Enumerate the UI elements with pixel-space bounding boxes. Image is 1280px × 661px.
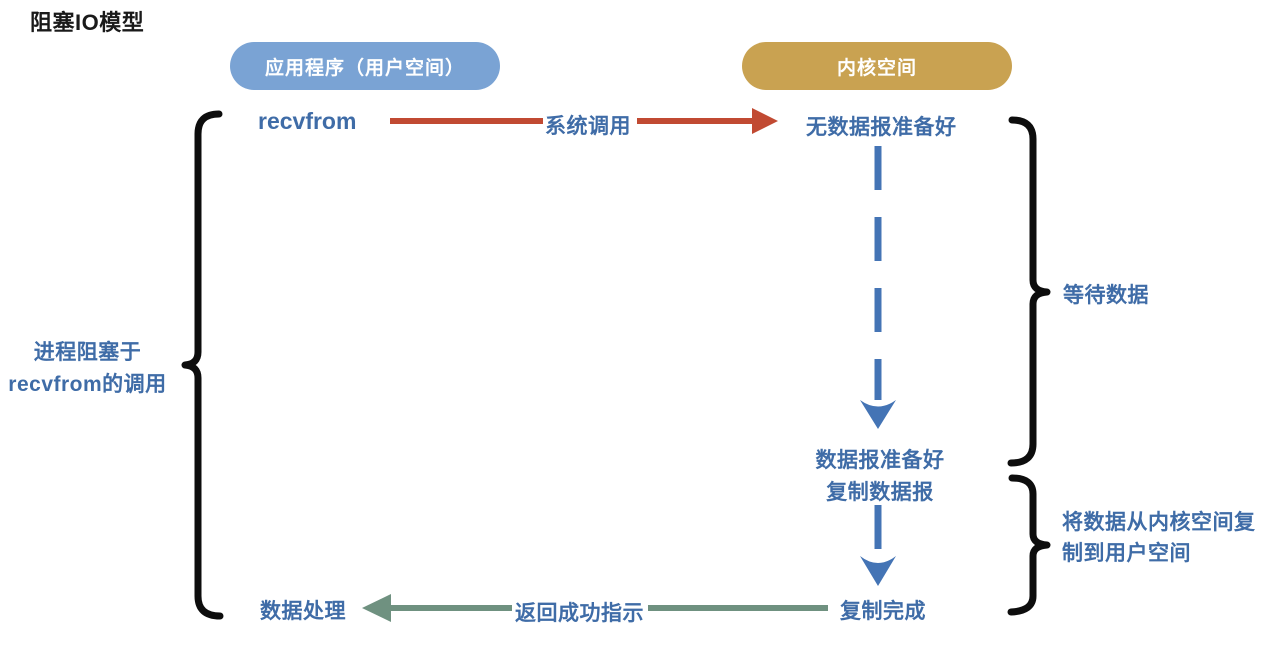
kernel-space-header-label: 内核空间: [836, 57, 917, 79]
copy-data-brace: [1007, 474, 1051, 616]
node-copy-datagram: 复制数据报: [826, 481, 934, 504]
copy-data-brace-label-line2: 制到用户空间: [1062, 542, 1191, 565]
user-space-header-label: 应用程序（用户空间）: [264, 57, 465, 79]
blocked-process-label: 进程阻塞于 recvfrom的调用: [0, 337, 175, 401]
wait-data-brace: [1007, 116, 1051, 467]
copy-arrowhead-icon: [860, 556, 896, 586]
return-arrowhead-icon: [362, 594, 391, 622]
node-copy-complete: 复制完成: [840, 600, 926, 623]
page-title: 阻塞IO模型: [30, 10, 145, 35]
blocked-process-label-line1: 进程阻塞于: [33, 341, 142, 364]
left-brace: [181, 110, 224, 620]
wait-arrowhead-icon: [860, 400, 896, 429]
kernel-space-header: 内核空间: [742, 42, 1012, 90]
syscall-arrowhead-icon: [752, 108, 778, 134]
node-datagram-ready: 数据报准备好: [815, 449, 945, 472]
node-data-process: 数据处理: [260, 600, 346, 623]
return-arrow-label: 返回成功指示: [515, 602, 644, 625]
blocked-process-label-line2: recvfrom的调用: [8, 373, 167, 396]
node-no-datagram-ready: 无数据报准备好: [806, 116, 957, 139]
syscall-arrow-label: 系统调用: [545, 115, 631, 138]
user-space-header: 应用程序（用户空间）: [230, 42, 500, 90]
copy-data-brace-label: 将数据从内核空间复 制到用户空间: [1062, 507, 1256, 569]
copy-data-brace-label-line1: 将数据从内核空间复: [1062, 511, 1256, 534]
wait-data-brace-label: 等待数据: [1063, 284, 1149, 307]
node-recvfrom: recvfrom: [258, 108, 357, 134]
